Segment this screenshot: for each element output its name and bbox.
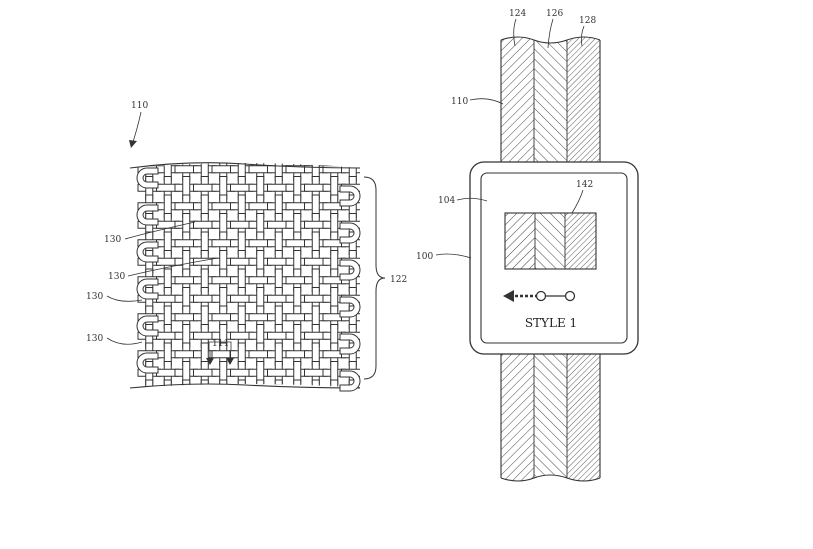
weave-segment xyxy=(145,379,154,388)
swipe-end-dot-icon xyxy=(564,290,576,302)
weave-segment xyxy=(211,387,235,388)
weave-segment xyxy=(293,379,302,388)
selvedge-loop xyxy=(339,296,361,318)
swipe-gesture-indicator[interactable] xyxy=(503,290,576,302)
fabric-top-edge xyxy=(129,162,361,169)
swipe-left-arrow-icon xyxy=(503,290,514,302)
device-leader xyxy=(435,253,472,259)
strand-ref-label-d: 130 xyxy=(86,334,103,344)
watch-device: 124 126 128 110 142 STY xyxy=(416,9,639,482)
weave-segment xyxy=(174,387,198,388)
swipe-start-dot-icon xyxy=(535,290,547,302)
weave-segment xyxy=(285,387,309,388)
device-ref-label: 100 xyxy=(416,252,433,262)
weave-segment xyxy=(163,379,172,388)
weave-segment xyxy=(311,379,320,388)
band-bottom xyxy=(500,352,601,482)
woven-fabric xyxy=(130,163,360,388)
preview-leader xyxy=(571,189,584,214)
selvedge-loop xyxy=(136,204,159,226)
display-leader xyxy=(456,197,488,202)
selvedge-loop xyxy=(339,259,361,281)
weave-region-brace xyxy=(363,176,386,380)
band-top xyxy=(500,36,601,165)
preview-ref-label: 142 xyxy=(576,180,593,190)
display-ref-label: 104 xyxy=(438,196,455,206)
style-label: STYLE 1 xyxy=(525,316,577,330)
detail-arrowhead-right xyxy=(226,358,234,365)
band-layer-right-ref-label: 128 xyxy=(579,16,596,26)
weave-segment xyxy=(200,379,209,388)
band-layer-right-leader xyxy=(580,25,585,47)
selvedge-loop xyxy=(136,352,159,374)
fabric-ref-leader xyxy=(132,111,142,143)
weave-segment xyxy=(248,387,272,388)
weave-segment xyxy=(330,379,339,388)
selvedge-loop xyxy=(136,241,159,263)
selvedge-loop xyxy=(339,333,361,355)
weave-segment xyxy=(267,387,291,388)
selvedge-loop xyxy=(339,370,361,392)
weave-segment xyxy=(237,379,246,388)
weave-segment xyxy=(182,379,191,388)
fabric-ref-arrowhead xyxy=(129,140,137,148)
band-ref-label: 110 xyxy=(451,97,468,107)
weave-segment xyxy=(219,379,228,388)
weave-segment xyxy=(156,387,180,388)
strand-leader-d xyxy=(106,337,143,345)
weave-segment xyxy=(230,387,254,388)
selvedge-loop xyxy=(339,185,361,207)
band-layer-left-ref-label: 124 xyxy=(509,9,526,19)
fabric-assembly: 110 130 130 130 130 111 122 xyxy=(86,101,407,392)
selvedge-loop xyxy=(136,167,159,189)
band-layer-left-leader xyxy=(513,18,517,47)
band-leader xyxy=(469,98,504,105)
weave-segment xyxy=(137,387,161,388)
strand-ref-label-b: 130 xyxy=(108,272,125,282)
strand-ref-label-a: 130 xyxy=(104,235,121,245)
weave-region-ref-label: 122 xyxy=(390,275,407,285)
selvedge-loop xyxy=(136,315,159,337)
selvedge-loop xyxy=(339,222,361,244)
selvedge-loop xyxy=(136,278,159,300)
band-layer-middle-leader xyxy=(547,18,554,49)
strand-leader-b xyxy=(127,257,219,277)
weave-segment xyxy=(274,379,283,388)
detail-ref-label: 111 xyxy=(212,339,229,349)
selvedge-loops xyxy=(136,167,361,392)
weave-segment xyxy=(304,387,328,388)
fabric-bottom-edge xyxy=(129,383,361,389)
weave-segment xyxy=(193,387,217,388)
fabric-ref-label: 110 xyxy=(131,101,148,111)
strand-ref-label-c: 130 xyxy=(86,292,103,302)
band-layer-middle-ref-label: 126 xyxy=(546,9,563,19)
detail-arrowhead-left xyxy=(206,358,214,365)
detail-bracket xyxy=(208,341,232,350)
strand-leader-c xyxy=(106,295,143,302)
band-style-preview xyxy=(504,212,597,270)
weave-segment xyxy=(256,379,265,388)
strand-leader-a xyxy=(124,221,196,240)
